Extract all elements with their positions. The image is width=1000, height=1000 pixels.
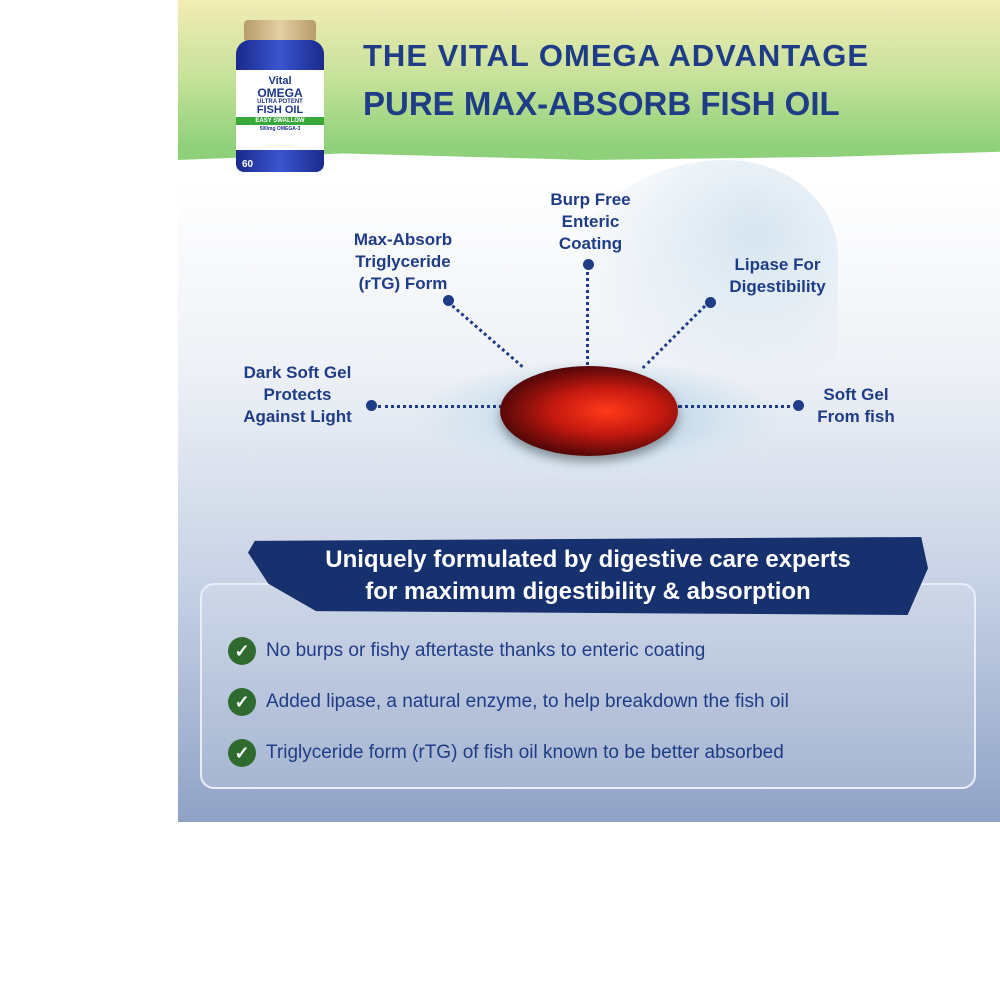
bottle-label: Vital OMEGA ULTRA POTENT FISH OIL EASY S… [236, 70, 324, 150]
benefit-item: ✓ Added lipase, a natural enzyme, to help… [228, 688, 789, 716]
callout-dot [705, 297, 716, 308]
product-bottle-image: 60 Vital OMEGA ULTRA POTENT FISH OIL EAS… [234, 20, 326, 172]
benefits-box [200, 583, 976, 789]
bottle-sub: ULTRA POTENT [257, 99, 303, 105]
benefit-item: ✓ Triglyceride form (rTG) of fish oil kno… [228, 739, 784, 767]
benefit-text: Triglyceride form (rTG) of fish oil know… [266, 742, 784, 763]
softgel-capsule [500, 366, 678, 456]
banner-line-1: Uniquely formulated by digestive care ex… [325, 546, 851, 573]
tagline-banner: Uniquely formulated by digestive care ex… [248, 537, 928, 615]
callout-dot [366, 400, 377, 411]
callout-dot [583, 259, 594, 270]
benefit-item: ✓ No burps or fishy aftertaste thanks to … [228, 637, 705, 665]
callout-dot [793, 400, 804, 411]
dotted-line [378, 405, 508, 408]
bottle-brand: Vital [268, 75, 292, 87]
bottle-brand-2: OMEGA [257, 86, 303, 100]
dotted-line [586, 265, 589, 365]
subheadline: PURE MAX-ABSORB FISH OIL [363, 85, 840, 122]
bottle-cap [244, 20, 316, 42]
benefit-text: No burps or fishy aftertaste thanks to e… [266, 640, 706, 661]
check-icon: ✓ [228, 688, 256, 716]
headline: THE VITAL OMEGA ADVANTAGE [363, 38, 870, 73]
bottle-dose: 500mg OMEGA-3 [259, 126, 301, 132]
banner-line-2: for maximum digestibility & absorption [365, 578, 811, 605]
product-infographic: THE VITAL OMEGA ADVANTAGE PURE MAX-ABSOR… [178, 0, 1000, 822]
benefit-text: Added lipase, a natural enzyme, to help … [266, 691, 789, 712]
check-icon: ✓ [228, 637, 256, 665]
dotted-line [446, 300, 524, 368]
dotted-line [678, 405, 798, 408]
check-icon: ✓ [228, 739, 256, 767]
callout-dot [443, 295, 454, 306]
bottle-name: FISH OIL [256, 104, 304, 116]
bottle-tag: EASY SWALLOW [236, 117, 324, 125]
bottle-count: 60 [242, 159, 254, 170]
